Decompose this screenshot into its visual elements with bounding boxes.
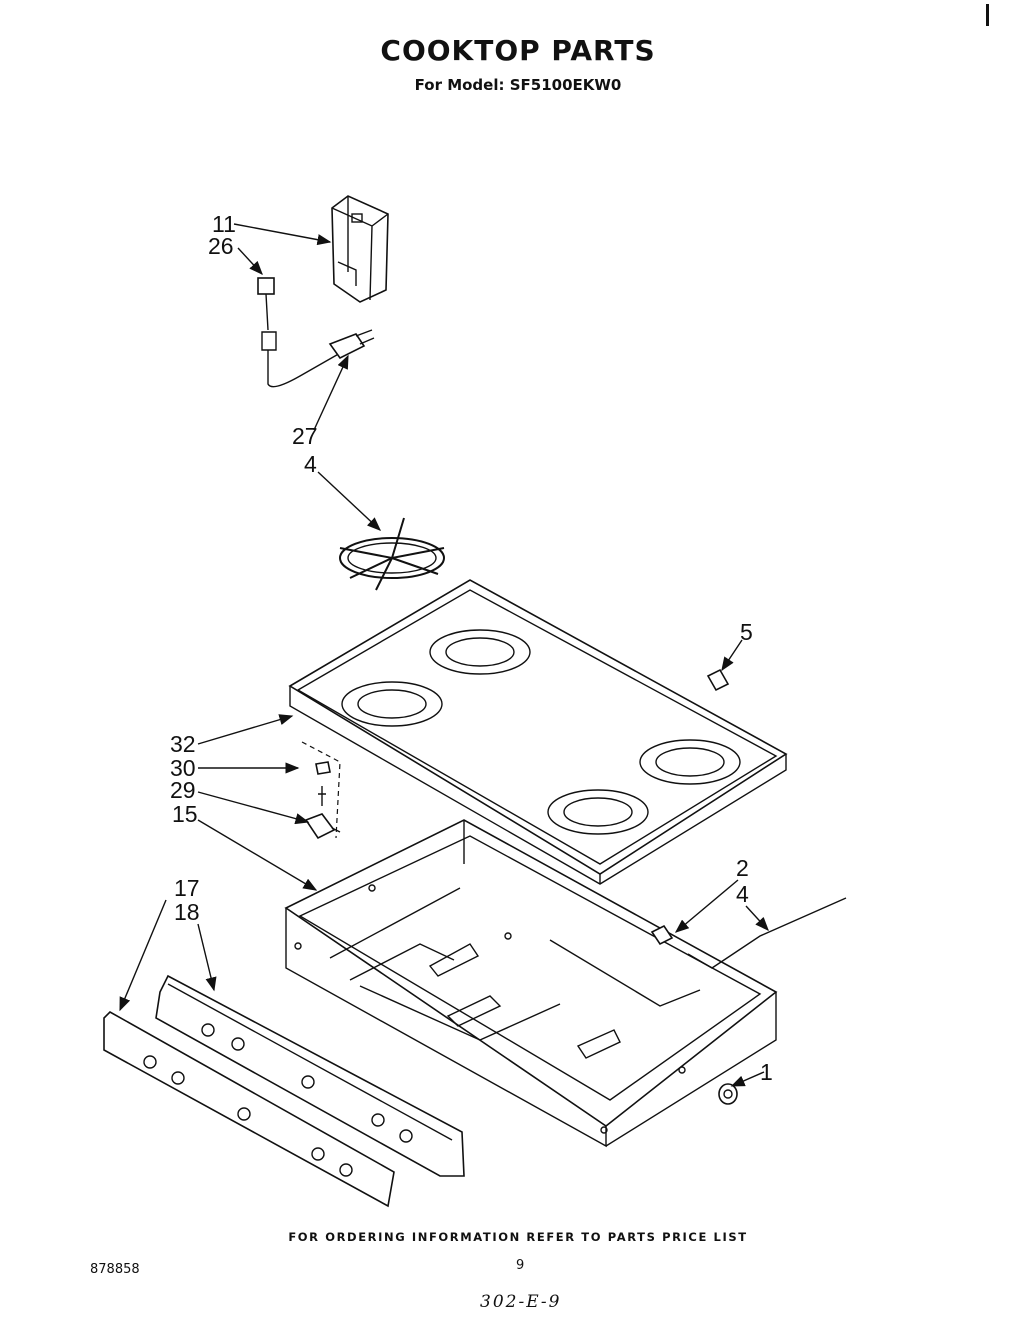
part-11-box [331, 195, 389, 303]
callout-17: 17 [174, 875, 200, 901]
callout-27: 27 [292, 423, 318, 449]
page-number: 9 [516, 1258, 525, 1273]
burner-box [284, 819, 778, 1148]
callout-15: 15 [172, 801, 198, 827]
callout-32: 32 [170, 731, 196, 757]
page-edge-mark [986, 4, 989, 26]
callout-5: 5 [740, 619, 753, 645]
page-title: COOKTOP PARTS [380, 34, 656, 67]
part-5-clip [706, 668, 730, 692]
part-17-panel [103, 1011, 395, 1208]
part-26-wiring [257, 277, 375, 388]
callout-2: 2 [736, 855, 749, 881]
callout-4-wire: 4 [736, 881, 749, 907]
part-4-wire [687, 897, 847, 969]
part-15-29-30-stack [301, 741, 341, 840]
part-18-panel [155, 974, 465, 1177]
callout-11: 11 [212, 211, 236, 237]
callout-18: 18 [174, 899, 200, 925]
part-4-grate [339, 517, 445, 591]
callout-1: 1 [760, 1059, 773, 1085]
callout-4-grate: 4 [304, 451, 317, 477]
part-32-cooktop [288, 579, 788, 885]
part-2-clip [650, 924, 674, 946]
document-number: 878858 [90, 1262, 140, 1277]
handwritten-code: 302-E-9 [480, 1292, 562, 1312]
model-line: For Model: SF5100EKW0 [414, 76, 622, 94]
callout-29: 29 [170, 777, 196, 803]
leader-lines [119, 223, 769, 1087]
part-1-screw [718, 1083, 738, 1105]
ordering-note: FOR ORDERING INFORMATION REFER TO PARTS … [288, 1230, 748, 1244]
callout-30: 30 [170, 755, 196, 781]
callout-26: 26 [208, 233, 234, 259]
